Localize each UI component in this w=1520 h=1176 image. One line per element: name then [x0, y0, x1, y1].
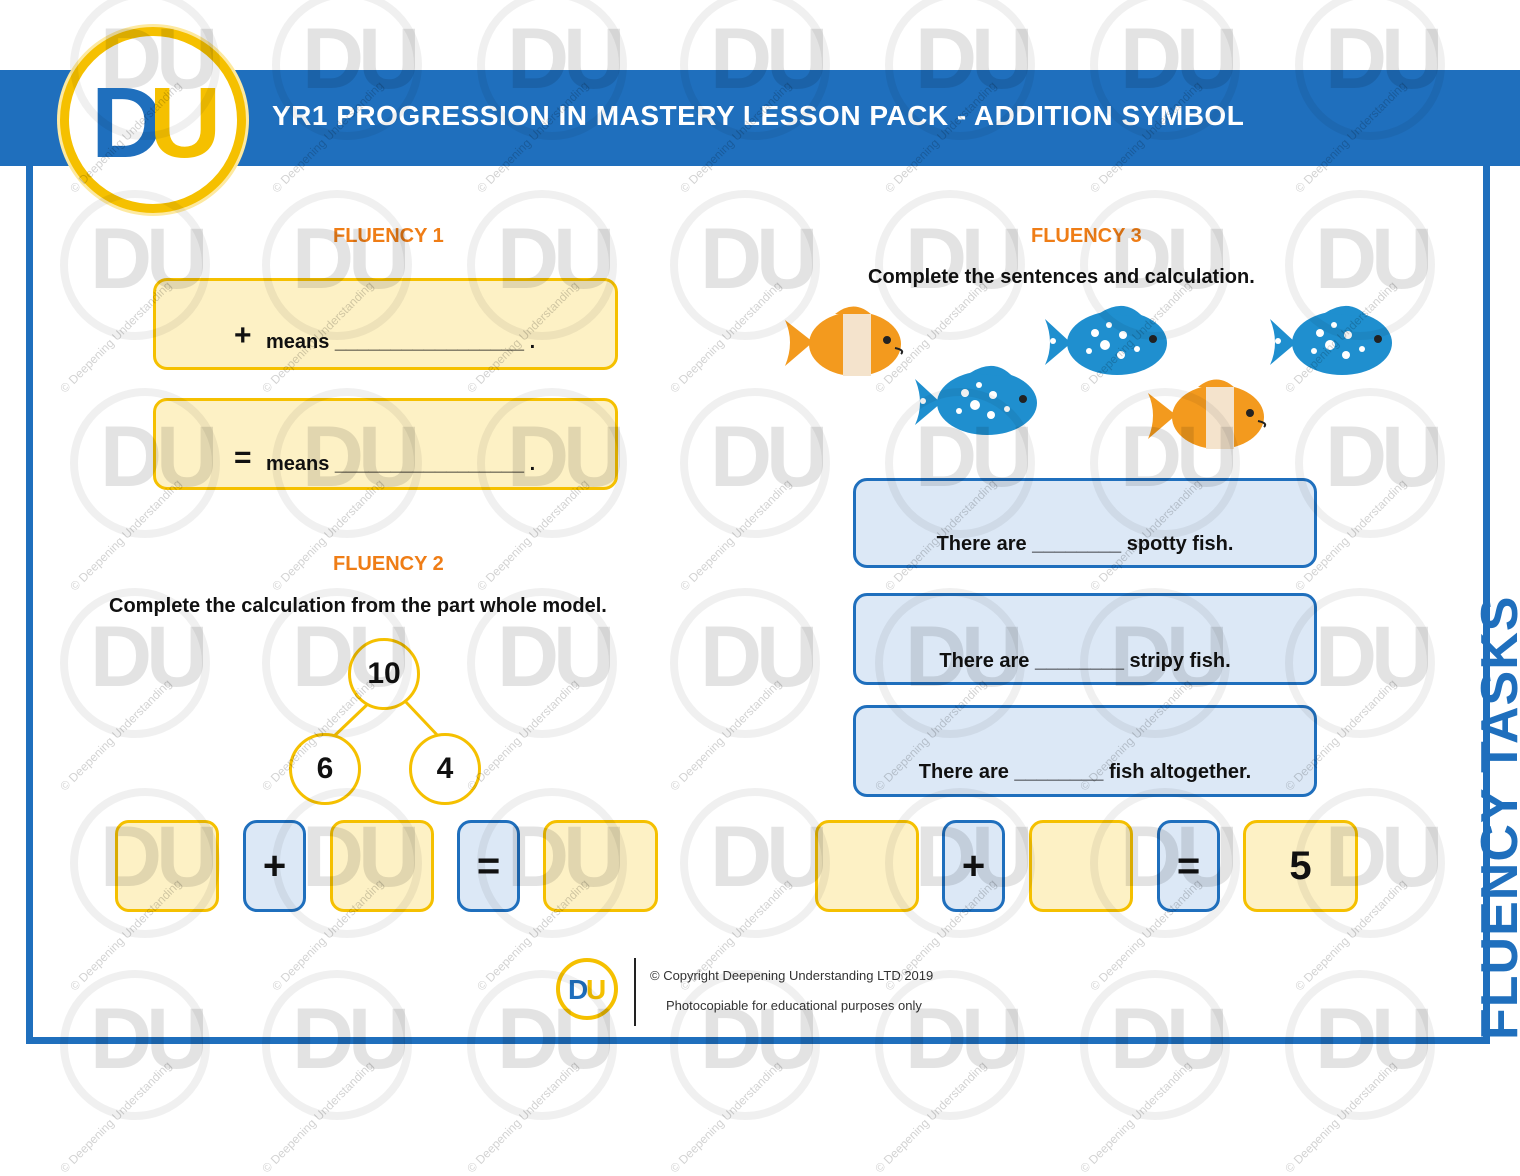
sentence-spotty: There are ________ spotty fish.: [936, 533, 1234, 555]
header-bar: [0, 70, 1520, 166]
orange-fish-2: [1147, 378, 1267, 450]
sentence-box-stripy: There are ________ stripy fish.: [853, 593, 1317, 685]
footer-logo-d: D: [568, 974, 589, 1005]
fluency-3-instruction: Complete the sentences and calculation.: [868, 266, 1255, 288]
equals-means-text: means _________________ .: [266, 453, 536, 475]
equals-symbol: =: [234, 441, 252, 474]
answer-box-1[interactable]: [115, 820, 219, 912]
logo-letter-u: U: [149, 67, 222, 179]
fluency-1-plus-box: + means _________________ .: [153, 278, 618, 370]
whole-circle: 10: [348, 638, 420, 710]
sentence-box-altogether: There are ________ fish altogether.: [853, 705, 1317, 797]
blue-fish-2: [1270, 305, 1392, 375]
side-label: FLUENCY TASKS: [1471, 595, 1520, 1040]
answer-box-4[interactable]: [815, 820, 919, 912]
answer-box-2[interactable]: [330, 820, 434, 912]
sentence-stripy: There are ________ stripy fish.: [939, 650, 1231, 672]
plus-sign-box-2: +: [942, 820, 1005, 912]
footer-note: Photocopiable for educational purposes o…: [666, 998, 922, 1013]
fluency-3-heading: FLUENCY 3: [1031, 225, 1142, 247]
sentence-altogether: There are ________ fish altogether.: [918, 761, 1252, 783]
page-title: YR1 PROGRESSION IN MASTERY LESSON PACK -…: [272, 100, 1245, 131]
fluency-1-equals-box: = means _________________ .: [153, 398, 618, 490]
equals-sign-box: =: [457, 820, 520, 912]
fluency-2-instruction: Complete the calculation from the part w…: [109, 595, 607, 617]
page-frame: [26, 166, 1490, 1044]
watermark-copyright: © Deepening Understanding: [1282, 1058, 1400, 1176]
watermark-copyright: © Deepening Understanding: [464, 1058, 582, 1176]
orange-fish-1: [784, 305, 904, 377]
plus-sign-box: +: [243, 820, 306, 912]
blue-fish-3: [915, 365, 1037, 435]
part-circle-left: 6: [289, 733, 361, 805]
watermark-copyright: © Deepening Understanding: [872, 1058, 990, 1176]
fish-illustration: [784, 305, 1392, 450]
logo-letter-d: D: [91, 67, 164, 179]
sentence-box-spotty: There are ________ spotty fish.: [853, 478, 1317, 568]
part-circle-right: 4: [409, 733, 481, 805]
footer-copyright: © Copyright Deepening Understanding LTD …: [650, 968, 934, 983]
du-logo: D U: [60, 27, 246, 213]
equals-sign-box-2: =: [1157, 820, 1220, 912]
fluency-1-heading: FLUENCY 1: [333, 225, 444, 247]
footer-logo: D U: [556, 958, 618, 1020]
watermark-copyright: © Deepening Understanding: [57, 1058, 175, 1176]
fluency-2-heading: FLUENCY 2: [333, 553, 444, 575]
part-whole-lines: [328, 698, 442, 742]
watermark-copyright: © Deepening Understanding: [1077, 1058, 1195, 1176]
answer-box-3[interactable]: [543, 820, 658, 912]
plus-means-text: means _________________ .: [266, 331, 536, 353]
answer-box-5[interactable]: [1029, 820, 1133, 912]
blue-fish-1: [1045, 305, 1167, 375]
footer-logo-u: U: [586, 974, 607, 1005]
result-box: 5: [1243, 820, 1358, 912]
plus-symbol: +: [234, 319, 252, 352]
footer-divider: [634, 958, 636, 1026]
watermark-copyright: © Deepening Understanding: [259, 1058, 377, 1176]
watermark-copyright: © Deepening Understanding: [667, 1058, 785, 1176]
